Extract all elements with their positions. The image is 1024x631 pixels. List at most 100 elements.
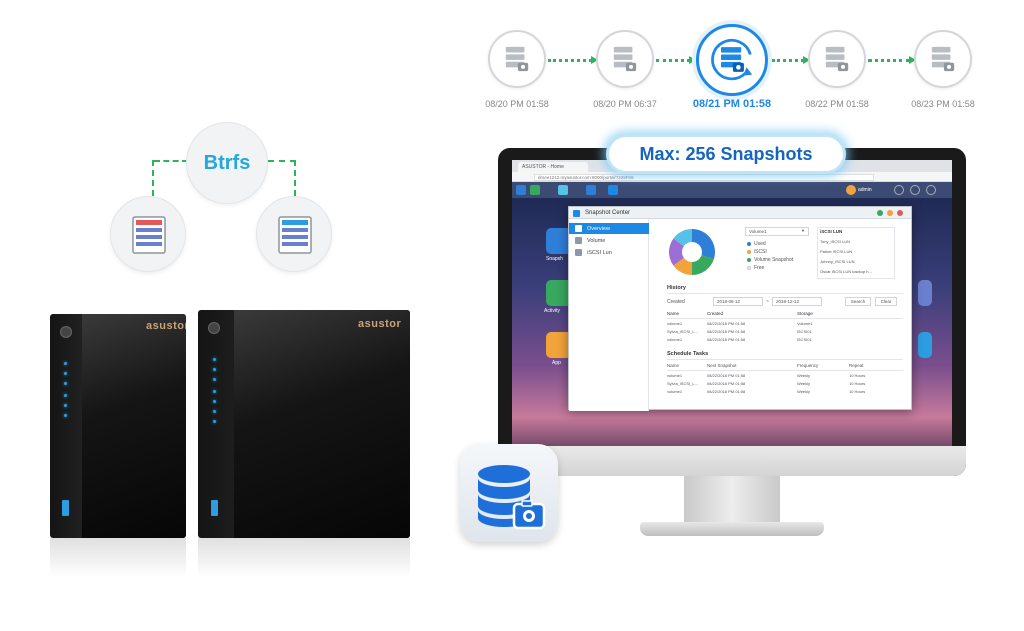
desktop-app-label: Activity bbox=[544, 308, 560, 314]
table-cell: 08/22/2018 PM 01:58 bbox=[707, 329, 746, 334]
table-cell: Sylvia_iSCSI_L... bbox=[667, 329, 698, 334]
desktop: Snapsh Activity App Snapshot Center Over… bbox=[512, 198, 952, 456]
database-camera-icon bbox=[478, 465, 546, 530]
timeline-arrow bbox=[772, 56, 810, 64]
table-cell: Weekly bbox=[797, 381, 811, 386]
table-cell: 10 Hours bbox=[849, 381, 866, 386]
search-icon[interactable] bbox=[926, 185, 936, 195]
sidebar-item-overview[interactable]: Overview bbox=[569, 223, 649, 234]
iscsi-list-item[interactable]: Parker iSCSI LUN bbox=[820, 249, 853, 254]
table-cell: 10 Hours bbox=[849, 373, 866, 378]
status-led bbox=[213, 420, 216, 423]
iscsi-list-item[interactable]: Johnny_iSCSI LUN bbox=[820, 259, 855, 264]
desktop-app-icon[interactable] bbox=[546, 228, 572, 254]
snapshot-node-active bbox=[696, 24, 768, 96]
sidebar-item-iscsi-lun[interactable]: iSCSI Lun bbox=[569, 247, 649, 258]
history-col-header: Created bbox=[707, 311, 724, 316]
max-snapshots-badge: Max: 256 Snapshots bbox=[606, 134, 846, 174]
status-led bbox=[213, 358, 216, 361]
table-cell: iSCSI01 bbox=[797, 329, 812, 334]
usb-port-icon bbox=[211, 500, 218, 516]
nas-device: asustor bbox=[198, 310, 410, 538]
desktop-app-icon[interactable] bbox=[546, 332, 572, 358]
overview-icon bbox=[575, 225, 582, 232]
app-icon[interactable] bbox=[558, 185, 568, 195]
clear-button[interactable]: Clear bbox=[875, 297, 897, 306]
user-avatar[interactable] bbox=[846, 185, 856, 195]
settings-icon[interactable] bbox=[894, 185, 904, 195]
monitor-chin bbox=[498, 446, 966, 476]
status-led bbox=[213, 378, 216, 381]
search-button[interactable]: Search bbox=[845, 297, 871, 306]
adm-taskbar: admin bbox=[512, 182, 952, 198]
monitor-screen: ASUSTOR - Home drsee1212.myasustor.com:8… bbox=[512, 160, 952, 456]
sidebar-item-volume[interactable]: Volume bbox=[569, 235, 649, 246]
snapshot-node bbox=[914, 30, 972, 88]
notification-icon[interactable] bbox=[910, 185, 920, 195]
snapshot-node bbox=[808, 30, 866, 88]
desktop-app-icon[interactable] bbox=[918, 280, 932, 306]
date-to-input[interactable]: 2018-12-12 bbox=[772, 297, 822, 306]
divider bbox=[667, 293, 903, 294]
table-cell: iSCSI01 bbox=[797, 337, 812, 342]
app-icon[interactable] bbox=[586, 185, 596, 195]
timeline-time-label: 08/20 PM 06:37 bbox=[593, 99, 657, 109]
pie-slice bbox=[673, 229, 692, 247]
iscsi-list-header: iSCSI LUN bbox=[820, 229, 843, 234]
desktop-app-icon[interactable] bbox=[546, 280, 572, 306]
table-cell: volume1 bbox=[667, 373, 683, 378]
server-snapshot-icon bbox=[825, 46, 849, 72]
volume-icon bbox=[132, 216, 166, 254]
volume-select[interactable]: Volume1 bbox=[745, 227, 809, 236]
browser-tab[interactable]: ASUSTOR - Home bbox=[518, 162, 588, 172]
app-icon[interactable] bbox=[530, 185, 540, 195]
home-icon[interactable] bbox=[516, 185, 526, 195]
nas-reflection bbox=[198, 538, 410, 578]
desktop-app-label: App bbox=[552, 360, 561, 366]
server-snapshot-restore-icon bbox=[711, 38, 753, 81]
chevron-down-icon: ▼ bbox=[801, 228, 805, 233]
server-snapshot-icon bbox=[613, 46, 637, 72]
date-from-input[interactable]: 2018-08-12 bbox=[713, 297, 763, 306]
divider bbox=[667, 318, 903, 319]
timeline-time-label: 08/22 PM 01:58 bbox=[805, 99, 869, 109]
created-label: Created bbox=[667, 299, 685, 305]
app-icon[interactable] bbox=[608, 185, 618, 195]
legend-dot-free bbox=[747, 266, 751, 270]
legend-label: iSCSI bbox=[754, 249, 767, 255]
storage-pie-chart bbox=[669, 229, 715, 275]
nas-device: asustor bbox=[50, 314, 186, 538]
divider bbox=[667, 359, 903, 360]
status-led bbox=[64, 362, 67, 365]
minimize-button[interactable] bbox=[887, 210, 893, 216]
snapshot-node bbox=[596, 30, 654, 88]
desktop-app-icon[interactable] bbox=[918, 332, 932, 358]
volume-disk bbox=[256, 196, 332, 272]
url-input[interactable]: drsee1212.myasustor.com:8000/portal/?229… bbox=[534, 174, 874, 181]
max-snapshots-label: Max: 256 Snapshots bbox=[639, 143, 813, 164]
brand-logo: asustor bbox=[358, 318, 402, 330]
status-led bbox=[64, 414, 67, 417]
close-button[interactable] bbox=[897, 210, 903, 216]
status-led bbox=[213, 368, 216, 371]
sidebar: Overview Volume iSCSI Lun bbox=[569, 219, 649, 411]
user-name[interactable]: admin bbox=[858, 187, 872, 193]
pie-slice bbox=[692, 229, 715, 260]
timeline-time-label: 08/20 PM 01:58 bbox=[485, 99, 549, 109]
history-heading: History bbox=[667, 285, 686, 291]
timeline-time-label: 08/23 PM 01:58 bbox=[911, 99, 975, 109]
iscsi-icon bbox=[575, 249, 582, 256]
connector-line bbox=[294, 160, 296, 196]
schedule-col-header: Repeat bbox=[849, 363, 864, 368]
table-cell: 08/22/2018 PM 01:58 bbox=[707, 389, 746, 394]
nas-reflection bbox=[50, 538, 186, 578]
date-separator: ~ bbox=[766, 299, 769, 305]
history-col-header: Storage bbox=[797, 311, 813, 316]
help-button[interactable] bbox=[877, 210, 883, 216]
snapshot-center-icon bbox=[573, 210, 580, 217]
iscsi-list-item[interactable]: Tony_iSCSI LUN bbox=[820, 239, 851, 244]
timeline-arrow bbox=[868, 56, 916, 64]
iscsi-list-item[interactable]: Oscar iSCSI LUN backup h... bbox=[820, 269, 872, 274]
connector-line bbox=[152, 160, 154, 196]
legend-label: Free bbox=[754, 265, 765, 271]
